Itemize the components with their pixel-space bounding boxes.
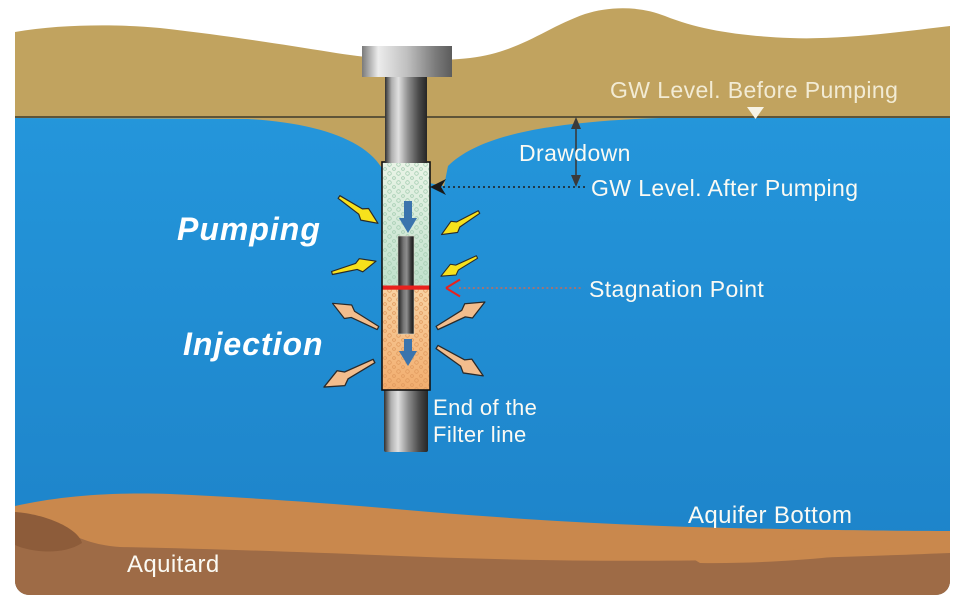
well-casing: [385, 75, 427, 163]
ground-layer: [15, 8, 950, 186]
injection-label: Injection: [183, 326, 324, 362]
gw-before-pumping-label: GW Level. Before Pumping: [610, 77, 899, 103]
stagnation-point-label: Stagnation Point: [589, 276, 765, 302]
well-bottom-casing: [384, 388, 428, 452]
flow-down-arrow-bottom-icon: [399, 339, 417, 366]
pumping-arrow-icon: [440, 255, 479, 277]
aquitard-layer: [15, 512, 950, 595]
pumping-arrow-icon: [331, 258, 377, 276]
pumping-arrow-icon: [440, 210, 481, 236]
injection-arrow-icon: [331, 302, 380, 331]
well-cap: [362, 46, 452, 77]
drawdown-label: Drawdown: [519, 140, 631, 166]
injection-arrow-icon: [323, 358, 376, 388]
stagnation-line: [382, 285, 430, 290]
drawdown-arrow-icon: [571, 117, 581, 187]
end-of-filter-line2: Filter line: [433, 422, 527, 447]
aquitard-shadow-curl: [15, 512, 82, 552]
aquitard-swoosh: [690, 537, 920, 564]
stagnation-arrow-icon: [445, 278, 461, 298]
injection-arrow-icon: [435, 301, 486, 331]
pumping-arrow-icon: [337, 195, 379, 224]
aquifer-bottom-label: Aquifer Bottom: [688, 502, 853, 529]
well-inner-pipe: [397, 235, 415, 335]
pumping-label: Pumping: [177, 211, 321, 247]
water-table-marker-icon: [747, 107, 764, 119]
gw-after-arrow-icon: [430, 179, 446, 195]
injection-arrow-icon: [435, 344, 484, 377]
flow-down-arrow-top-icon: [399, 201, 417, 233]
end-of-filter-line1: End of the: [433, 395, 538, 420]
aquitard-label: Aquitard: [127, 551, 220, 578]
gw-after-pumping-label: GW Level. After Pumping: [591, 175, 859, 201]
end-of-filter-label: End of the Filter line: [433, 394, 537, 448]
